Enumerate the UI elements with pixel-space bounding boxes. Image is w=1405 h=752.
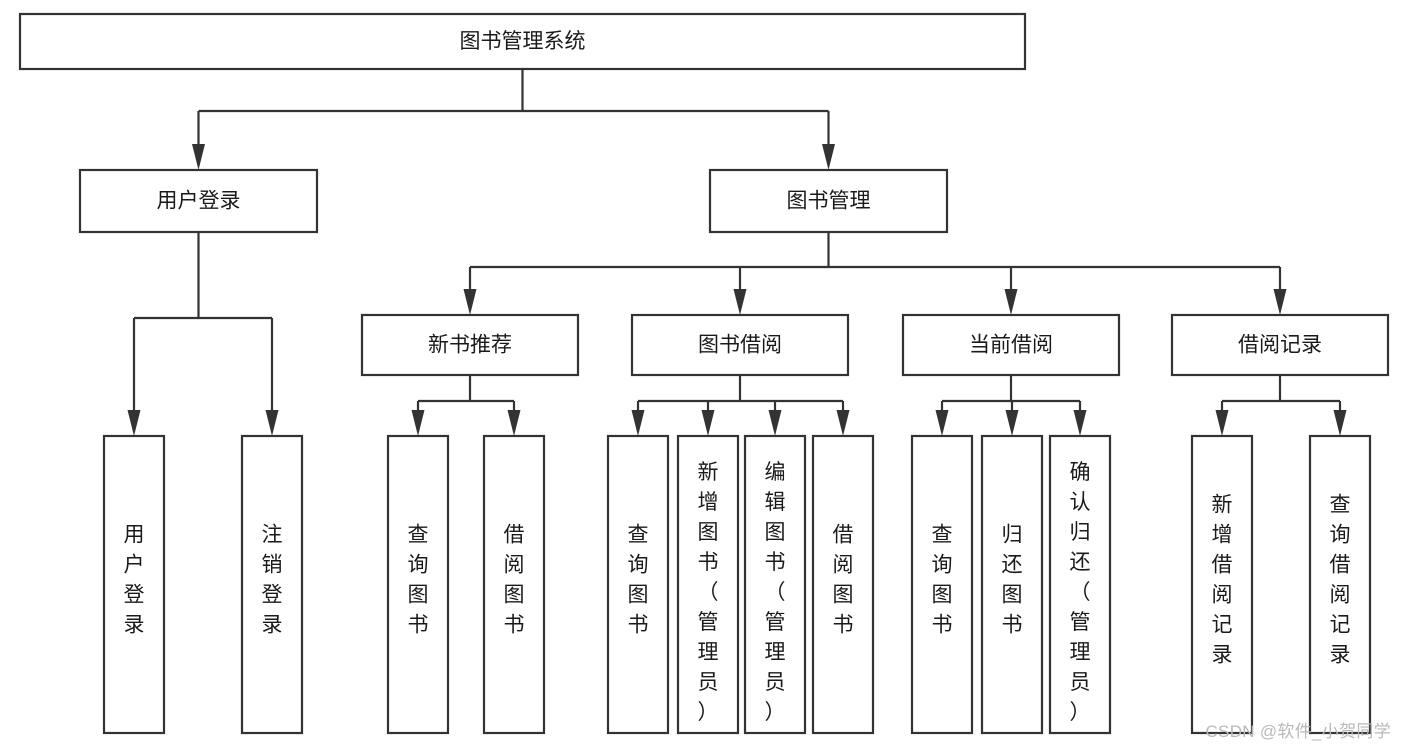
node-label: 借阅图书 <box>504 524 525 637</box>
diagram-node-bb_edit[interactable]: 编辑图书（管理员） <box>743 434 807 735</box>
arrow-head-icon <box>1215 410 1229 436</box>
node-label: 确认归还（管理员） <box>1070 461 1091 724</box>
diagram-node-cb_return[interactable]: 归还图书 <box>980 434 1044 735</box>
node-box <box>482 434 546 735</box>
arrow-head-icon <box>836 410 850 436</box>
node-label: 用户登录 <box>124 524 145 637</box>
node-box <box>630 313 850 377</box>
arrow-head-icon <box>192 144 205 170</box>
diagram-node-new_book_rec[interactable]: 新书推荐 <box>360 313 580 377</box>
arrow-head-icon <box>701 410 715 436</box>
node-label: 查询图书 <box>932 524 953 637</box>
node-label: 新增借阅记录 <box>1212 494 1233 667</box>
node-label: 新增图书（管理员） <box>698 461 719 724</box>
node-box <box>360 313 580 377</box>
node-label: 查询图书 <box>408 524 429 637</box>
node-box <box>743 434 807 735</box>
node-label: 当前借阅 <box>969 334 1053 357</box>
node-label: 归还图书 <box>1002 524 1023 637</box>
arrow-head-icon <box>507 410 521 436</box>
node-label: 借阅记录 <box>1238 334 1322 357</box>
diagram-node-cb_query[interactable]: 查询图书 <box>910 434 974 735</box>
diagram-node-current_borrow[interactable]: 当前借阅 <box>901 313 1121 377</box>
arrow-head-icon <box>1005 410 1019 436</box>
node-label: 借阅图书 <box>833 524 854 637</box>
arrow-head-icon <box>1004 289 1018 315</box>
node-box <box>18 12 1027 71</box>
node-label: 图书管理系统 <box>460 30 586 53</box>
node-layer: 图书管理系统用户登录图书管理新书推荐图书借阅当前借阅借阅记录用户登录注销登录查询… <box>18 12 1390 735</box>
connector-layer <box>127 69 1347 436</box>
diagram-node-bb_query[interactable]: 查询图书 <box>606 434 670 735</box>
arrow-head-icon <box>631 410 645 436</box>
diagram-node-borrow_record[interactable]: 借阅记录 <box>1170 313 1390 377</box>
node-box <box>910 434 974 735</box>
diagram-node-book_manage[interactable]: 图书管理 <box>708 168 949 234</box>
node-box <box>1308 434 1372 735</box>
node-box <box>708 168 949 234</box>
node-box <box>606 434 670 735</box>
node-label: 查询借阅记录 <box>1330 494 1351 667</box>
arrow-head-icon <box>822 144 835 170</box>
node-label: 注销登录 <box>262 524 283 637</box>
node-box <box>1170 313 1390 377</box>
csdn-watermark: CSDN @软件_小贺同学 <box>1205 722 1391 741</box>
arrow-head-icon <box>265 410 279 436</box>
node-box <box>1190 434 1254 735</box>
diagram-node-leaf_logout[interactable]: 注销登录 <box>240 434 304 735</box>
node-label: 新书推荐 <box>428 334 512 357</box>
node-box <box>102 434 166 735</box>
diagram-node-br_query[interactable]: 查询借阅记录 <box>1308 434 1372 735</box>
node-label: 用户登录 <box>157 190 241 213</box>
arrow-head-icon <box>1073 410 1087 436</box>
node-label: 图书借阅 <box>698 334 782 357</box>
arrow-head-icon <box>411 410 425 436</box>
node-label: 查询图书 <box>628 524 649 637</box>
node-box <box>386 434 450 735</box>
diagram-node-nb_borrow[interactable]: 借阅图书 <box>482 434 546 735</box>
arrow-head-icon <box>1333 410 1347 436</box>
node-label: 图书管理 <box>787 190 871 213</box>
node-box <box>811 434 875 735</box>
node-box <box>1048 434 1112 735</box>
arrow-head-icon <box>127 410 141 436</box>
node-box <box>78 168 319 234</box>
arrow-head-icon <box>768 410 782 436</box>
arrow-head-icon <box>935 410 949 436</box>
diagram-node-bb_add[interactable]: 新增图书（管理员） <box>676 434 740 735</box>
arrow-head-icon <box>463 289 477 315</box>
arrow-head-icon <box>1273 289 1287 315</box>
diagram-node-user_login[interactable]: 用户登录 <box>78 168 319 234</box>
diagram-node-cb_confirm[interactable]: 确认归还（管理员） <box>1048 434 1112 735</box>
node-box <box>901 313 1121 377</box>
diagram-node-book_borrow[interactable]: 图书借阅 <box>630 313 850 377</box>
node-box <box>676 434 740 735</box>
diagram-node-bb_borrow[interactable]: 借阅图书 <box>811 434 875 735</box>
node-box <box>240 434 304 735</box>
diagram-node-root[interactable]: 图书管理系统 <box>18 12 1027 71</box>
diagram-node-br_add[interactable]: 新增借阅记录 <box>1190 434 1254 735</box>
node-label: 编辑图书（管理员） <box>765 461 786 724</box>
diagram-node-nb_query[interactable]: 查询图书 <box>386 434 450 735</box>
node-box <box>980 434 1044 735</box>
diagram-node-leaf_user_login[interactable]: 用户登录 <box>102 434 166 735</box>
arrow-head-icon <box>733 289 747 315</box>
